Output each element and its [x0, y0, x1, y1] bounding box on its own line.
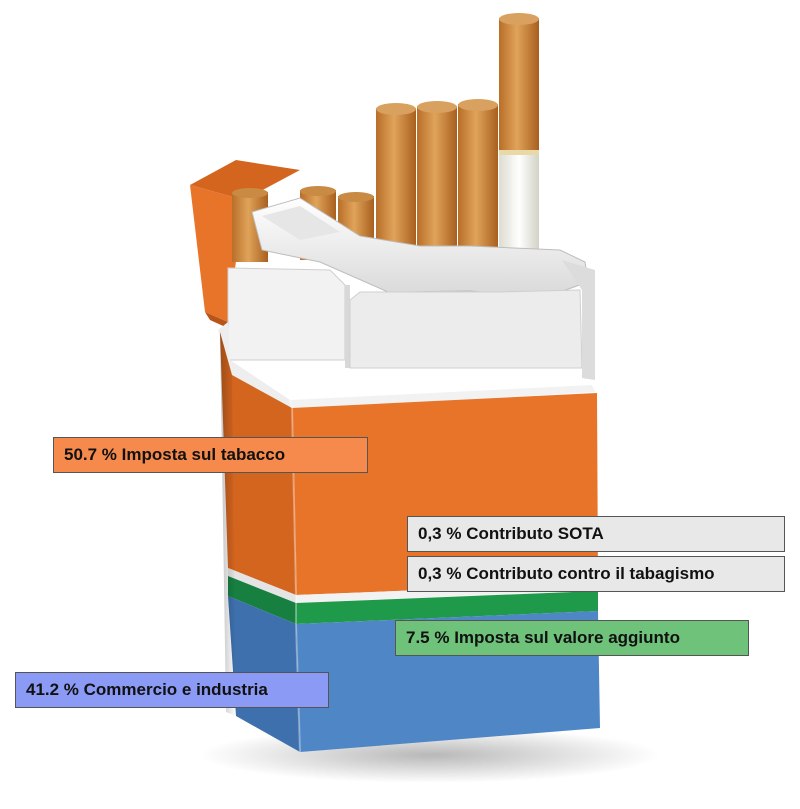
label-commercio-industria: 41.2 % Commercio e industria	[15, 672, 329, 708]
label-contributo-sota: 0,3 % Contributo SOTA	[407, 516, 785, 552]
label-contributo-tabagismo: 0,3 % Contributo contro il tabagismo	[407, 556, 785, 592]
band-iva	[296, 591, 598, 624]
cigarettes-front	[376, 13, 539, 258]
label-imposta-valore-aggiunto: 7.5 % Imposta sul valore aggiunto	[395, 620, 749, 656]
pack-collar	[227, 260, 595, 380]
label-imposta-tabacco: 50.7 % Imposta sul tabacco	[53, 437, 368, 473]
